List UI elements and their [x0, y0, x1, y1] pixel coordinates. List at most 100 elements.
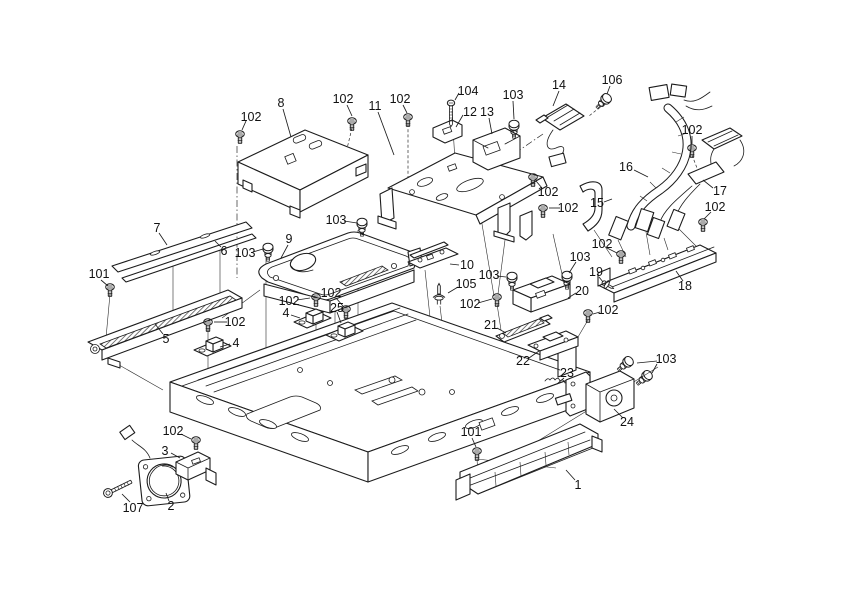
leader-line	[607, 248, 617, 253]
part-label-102: 102	[592, 237, 613, 251]
leader-line	[159, 233, 167, 245]
board-10	[408, 242, 458, 268]
leader-line	[215, 241, 221, 247]
chassis-frame	[170, 303, 590, 482]
screw-pan-icon	[191, 436, 201, 450]
part-label-103: 103	[326, 213, 347, 227]
leader-line	[478, 299, 492, 303]
leader-line	[403, 105, 407, 113]
part-label-107: 107	[123, 501, 144, 515]
part-label-23: 23	[560, 366, 574, 380]
leader-line	[497, 276, 506, 277]
bracket-20	[513, 276, 570, 312]
part-label-102: 102	[163, 424, 184, 438]
part-label-4: 4	[283, 306, 290, 320]
bracket-1	[456, 424, 602, 500]
screw-pan-icon	[538, 204, 548, 218]
screw-shoulder-icon	[633, 368, 655, 389]
part-label-18: 18	[678, 279, 692, 293]
part-label-103: 103	[235, 246, 256, 260]
part-label-106: 106	[602, 73, 623, 87]
part-label-10: 10	[460, 258, 474, 272]
leader-line	[155, 324, 163, 334]
leader-line	[472, 438, 476, 447]
part-label-102: 102	[390, 92, 411, 106]
leader-line	[122, 494, 130, 502]
leader-line	[336, 298, 343, 306]
part-label-103: 103	[479, 268, 500, 282]
leader-line	[181, 434, 191, 439]
connector-14	[536, 104, 584, 167]
part-label-101: 101	[461, 425, 482, 439]
part-label-102: 102	[558, 201, 579, 215]
leader-line	[652, 364, 657, 373]
part-label-25: 25	[330, 301, 344, 315]
leader-line	[604, 199, 612, 202]
leader-line	[513, 101, 514, 119]
part-label-16: 16	[619, 160, 633, 174]
leader-line	[637, 361, 657, 363]
leader-line	[171, 453, 180, 458]
part-label-4: 4	[233, 336, 240, 350]
leader-line	[253, 249, 263, 252]
clip-icon	[432, 283, 446, 305]
leader-line	[344, 221, 357, 223]
leader-lines-layer	[101, 86, 713, 502]
part-label-3: 3	[162, 444, 169, 458]
part-label-105: 105	[456, 277, 477, 291]
part-label-1: 1	[575, 478, 582, 492]
strip-6	[122, 234, 256, 282]
part-label-13: 13	[480, 105, 494, 119]
leader-line	[455, 93, 459, 100]
part-label-14: 14	[552, 78, 566, 92]
leader-line	[456, 115, 463, 127]
leader-line	[242, 121, 246, 130]
leader-line	[569, 262, 576, 273]
leader-line	[536, 181, 542, 188]
leader-line	[553, 91, 559, 106]
rail-5	[88, 290, 242, 368]
leader-line	[378, 112, 394, 155]
part-label-103: 103	[656, 352, 677, 366]
part-label-102: 102	[225, 315, 246, 329]
bracket-11	[378, 153, 547, 242]
leader-line	[568, 293, 576, 298]
part-label-104: 104	[458, 84, 479, 98]
block-13	[473, 128, 520, 170]
part-label-102: 102	[598, 303, 619, 317]
screw-shoulder-icon	[506, 271, 518, 291]
leader-line	[593, 312, 600, 314]
leader-line	[166, 493, 169, 501]
screw-shoulder-icon	[592, 91, 614, 113]
part-label-15: 15	[590, 196, 604, 210]
screw-shoulder-icon	[262, 242, 274, 262]
part-label-102: 102	[321, 286, 342, 300]
bolt-long-icon	[101, 477, 134, 500]
part-label-22: 22	[516, 354, 530, 368]
screw-pan-icon	[472, 447, 482, 461]
leader-line	[557, 378, 564, 384]
part-label-17: 17	[713, 184, 727, 198]
part-label-103: 103	[570, 250, 591, 264]
leader-line	[607, 86, 610, 94]
part-label-102: 102	[705, 200, 726, 214]
bracket-22	[528, 331, 578, 360]
screw-pan-icon	[698, 218, 708, 232]
part-label-2: 2	[168, 499, 175, 513]
part-label-102: 102	[333, 92, 354, 106]
leader-line	[448, 287, 458, 293]
part-label-9: 9	[286, 232, 293, 246]
part-label-6: 6	[221, 244, 228, 258]
screw-shoulder-icon	[614, 354, 636, 375]
harness-17	[647, 128, 743, 239]
part-label-24: 24	[620, 415, 634, 429]
solenoid-24	[555, 371, 634, 422]
part-label-20: 20	[575, 284, 589, 298]
leader-line	[347, 105, 352, 116]
leader-line	[497, 328, 506, 333]
bracket-18	[598, 245, 716, 302]
leader-line	[283, 109, 291, 137]
part-label-19: 19	[589, 265, 603, 279]
